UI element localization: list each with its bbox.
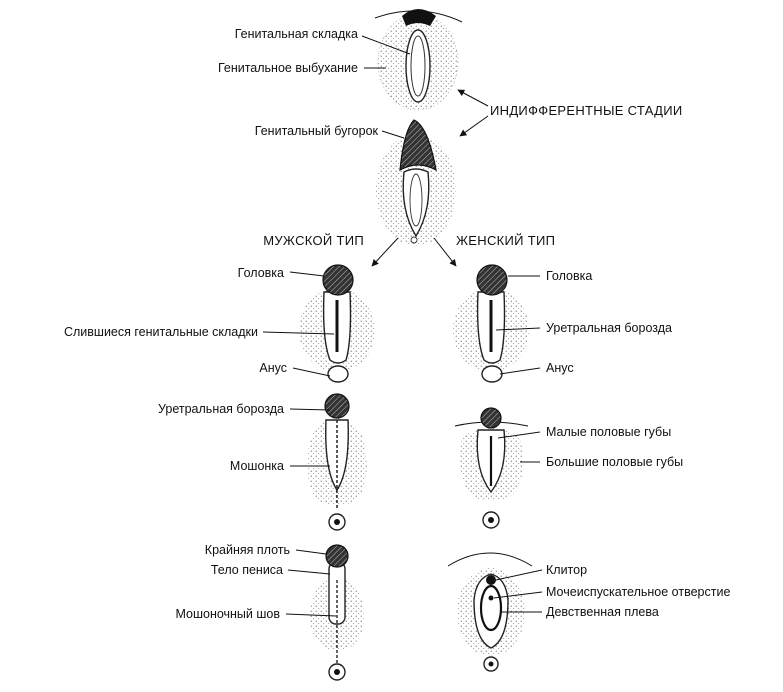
label-genital-tubercle: Генитальный бугорок <box>255 124 379 138</box>
arrow-to-male <box>371 237 399 267</box>
label-female-urethral-groove: Уретральная борозда <box>546 321 672 335</box>
label-male-type: МУЖСКОЙ ТИП <box>263 233 364 248</box>
arrow-to-stage-1 <box>457 89 489 107</box>
label-penis-body: Тело пениса <box>211 563 283 577</box>
arrow-to-stage-2 <box>459 115 489 137</box>
label-female-anus: Анус <box>546 361 574 375</box>
label-female-glans: Головка <box>546 269 592 283</box>
female-glans-shape <box>476 264 508 296</box>
female-hymen-shape <box>479 584 503 632</box>
tubercle-cap <box>402 9 436 26</box>
male-glans-shape <box>322 264 354 296</box>
male-foreskin-shape <box>325 544 349 568</box>
female-clitoris-shape <box>486 575 496 585</box>
label-clitoris: Клитор <box>546 563 587 577</box>
label-fused-genital-folds: Слившиеся генитальные складки <box>64 325 258 339</box>
label-indifferent-stages: ИНДИФФЕРЕНТНЫЕ СТАДИИ <box>490 103 683 118</box>
label-urethral-opening: Мочеиспускательное отверстие <box>546 585 730 599</box>
male-stage-1 <box>299 264 375 383</box>
female-urethral-opening-shape <box>488 595 494 601</box>
stage-indifferent-2 <box>376 119 456 246</box>
stage-indifferent-1 <box>374 9 463 111</box>
leader-lines <box>262 35 543 617</box>
arrow-to-female <box>433 237 457 267</box>
label-scrotum: Мошонка <box>230 459 284 473</box>
male-stage-3 <box>310 544 364 681</box>
female-stage-2 <box>454 407 529 529</box>
label-scrotal-seam: Мошоночный шов <box>175 607 280 621</box>
male-urethral-glans-shape <box>324 393 350 419</box>
female-anus-shape <box>481 365 503 383</box>
male-anus-shape <box>327 365 349 383</box>
label-male-glans: Головка <box>238 266 284 280</box>
genital-tubercle-shape <box>399 119 437 172</box>
label-hymen: Девственная плева <box>546 605 659 619</box>
female-stage-1 <box>453 264 529 383</box>
label-labia-majora: Большие половые губы <box>546 455 683 469</box>
label-male-anus: Анус <box>259 361 287 375</box>
label-female-type: ЖЕНСКИЙ ТИП <box>456 233 555 248</box>
label-male-urethral-groove: Уретральная борозда <box>158 402 284 416</box>
label-foreskin: Крайняя плоть <box>205 543 290 557</box>
female-stage-3 <box>447 552 533 672</box>
label-genital-fold: Генитальная складка <box>235 27 358 41</box>
label-labia-minora: Малые половые губы <box>546 425 671 439</box>
label-genital-swelling: Генитальное выбухание <box>218 61 358 75</box>
male-stage-2 <box>307 393 367 531</box>
